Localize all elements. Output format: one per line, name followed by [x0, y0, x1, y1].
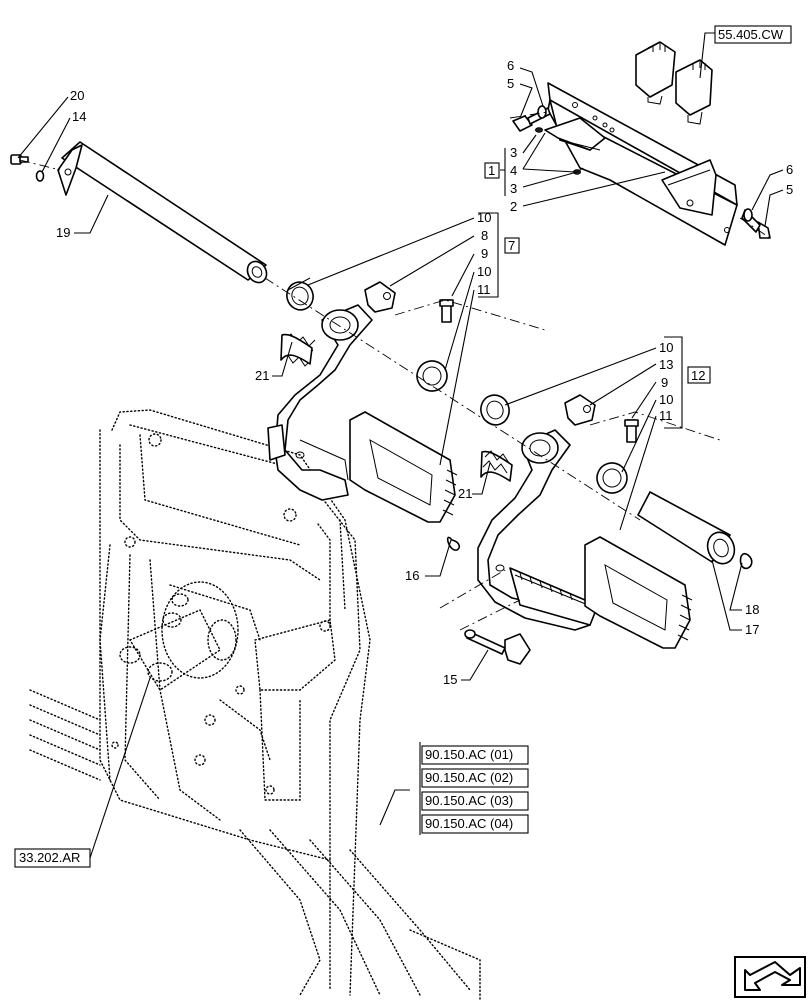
bushing-10-right	[596, 462, 628, 494]
circlip-18	[739, 552, 753, 570]
callout-17: 17	[745, 622, 759, 637]
callout-19: 19	[56, 225, 70, 240]
callout-box-1: 1	[488, 163, 495, 178]
ref-90-150-ac-04[interactable]: 90.150.AC (04)	[425, 816, 513, 831]
leader-lines	[17, 32, 784, 859]
callout-10: 10	[659, 392, 673, 407]
callout-6: 6	[786, 162, 793, 177]
callout-11: 11	[659, 408, 673, 423]
callout-3: 3	[510, 145, 517, 160]
washer-6-left	[537, 105, 547, 119]
callout-2: 2	[510, 199, 517, 214]
callout-9: 9	[661, 375, 668, 390]
callout-5: 5	[786, 182, 793, 197]
spring-21-upper	[280, 333, 316, 367]
bushing-10-upper	[286, 277, 314, 311]
callout-labels: 20 14 19 6 5 3 4 3 2 1 6 5 10 8 9 10 11 …	[56, 58, 793, 687]
screw-9-upper	[439, 299, 454, 323]
washer-6-right	[743, 208, 753, 222]
callout-9: 9	[481, 246, 488, 261]
callout-21: 21	[255, 368, 269, 383]
ref-90-150-ac-01[interactable]: 90.150.AC (01)	[425, 747, 513, 762]
ref-90-150-ac-02[interactable]: 90.150.AC (02)	[425, 770, 513, 785]
ref-90-150-ac-03[interactable]: 90.150.AC (03)	[425, 793, 513, 808]
pedal-arm-7	[267, 281, 396, 501]
callout-13: 13	[659, 357, 673, 372]
callout-3: 3	[510, 181, 517, 196]
bushing-10-mid	[416, 360, 448, 392]
callout-11: 11	[477, 282, 491, 297]
callout-14: 14	[72, 109, 86, 124]
washer-14	[35, 170, 45, 182]
callout-6: 6	[507, 58, 514, 73]
pedal-shaft	[57, 141, 268, 284]
sleeve-17	[637, 491, 736, 565]
callout-16: 16	[405, 568, 419, 583]
callout-10: 10	[477, 210, 491, 225]
callout-8: 8	[481, 228, 488, 243]
bushing-10-lower	[480, 394, 510, 426]
callout-15: 15	[443, 672, 457, 687]
callout-20: 20	[70, 88, 84, 103]
next-page-arrow-icon[interactable]	[734, 956, 806, 998]
callout-10: 10	[659, 340, 673, 355]
callout-21: 21	[458, 486, 472, 501]
callout-box-12: 12	[691, 368, 705, 383]
pedal-support-frame	[29, 409, 481, 1000]
pedal-pad-11-lower	[584, 536, 693, 649]
callout-10: 10	[477, 264, 491, 279]
reference-labels[interactable]: 55.405.CW 33.202.AR 90.150.AC (01) 90.15…	[14, 25, 792, 868]
pedal-bracket	[544, 82, 738, 246]
callout-box-7: 7	[508, 238, 515, 253]
screw-9-lower	[624, 419, 639, 443]
pedal-arm-12	[477, 394, 599, 631]
pedal-pad-11-upper	[349, 411, 458, 523]
master-cylinder	[119, 581, 239, 691]
callout-5: 5	[507, 76, 514, 91]
callout-4: 4	[510, 163, 517, 178]
callout-18: 18	[745, 602, 759, 617]
switches	[635, 41, 713, 125]
ref-55-405-cw[interactable]: 55.405.CW	[718, 27, 784, 42]
spring-21-lower	[480, 450, 513, 482]
ref-33-202-ar[interactable]: 33.202.AR	[19, 850, 80, 865]
pin-15	[464, 629, 531, 665]
